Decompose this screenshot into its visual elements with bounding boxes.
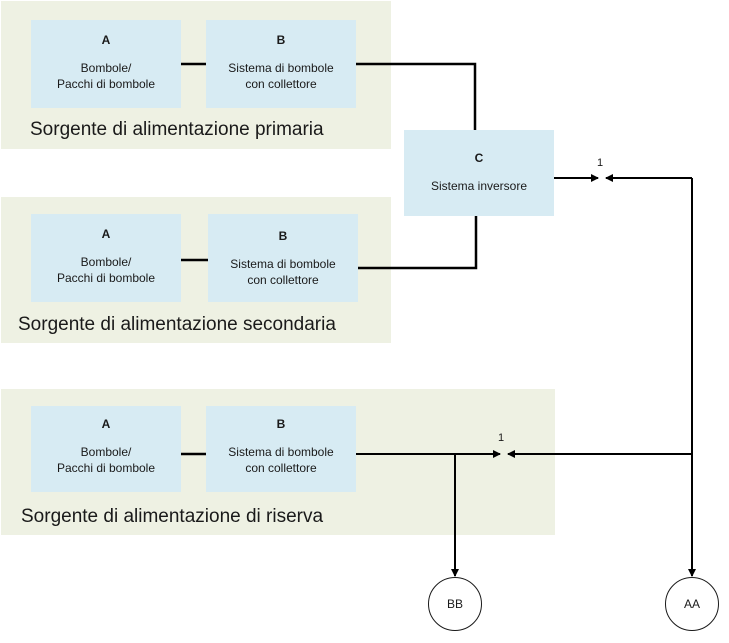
output-aa-circle: AA bbox=[665, 577, 719, 631]
primary-source-caption: Sorgente di alimentazione primaria bbox=[30, 119, 324, 140]
primary-box-b-line1: Sistema di bombole bbox=[228, 61, 334, 75]
output-bb-circle: BB bbox=[428, 577, 482, 631]
output-aa-label: AA bbox=[683, 597, 700, 611]
marker-bottom-number: 1 bbox=[498, 432, 505, 444]
marker-top-number: 1 bbox=[597, 157, 604, 169]
secondary-box-b-letter: B bbox=[278, 229, 288, 243]
primary-box-a-line1: Bombole/ bbox=[80, 61, 132, 75]
primary-box-a-line2: Pacchi di bombole bbox=[56, 77, 156, 91]
reserve-box-a-line1: Bombole/ bbox=[80, 445, 132, 459]
primary-box-b: B Sistema di bombole con collettore bbox=[206, 20, 356, 108]
secondary-box-b-line1: Sistema di bombole bbox=[230, 257, 336, 271]
output-bb-label: BB bbox=[446, 597, 463, 611]
reserve-box-a-line2: Pacchi di bombole bbox=[56, 461, 156, 475]
reserve-source-caption: Sorgente di alimentazione di riserva bbox=[21, 506, 324, 527]
secondary-box-b-line2: con collettore bbox=[247, 273, 319, 287]
secondary-box-a-line2: Pacchi di bombole bbox=[56, 271, 156, 285]
reserve-box-a: A Bombole/ Pacchi di bombole bbox=[31, 406, 181, 492]
inverter-box-c: C Sistema inversore bbox=[404, 130, 554, 216]
inverter-box-c-letter: C bbox=[474, 151, 484, 165]
primary-box-b-line2: con collettore bbox=[245, 77, 317, 91]
secondary-source-caption: Sorgente di alimentazione secondaria bbox=[18, 314, 336, 335]
primary-box-b-letter: B bbox=[276, 33, 286, 47]
secondary-box-a: A Bombole/ Pacchi di bombole bbox=[31, 214, 181, 302]
secondary-box-b: B Sistema di bombole con collettore bbox=[208, 214, 358, 302]
reserve-box-a-letter: A bbox=[101, 417, 111, 431]
secondary-box-a-line1: Bombole/ bbox=[80, 255, 132, 269]
primary-box-a: A Bombole/ Pacchi di bombole bbox=[31, 20, 181, 108]
reserve-box-b: B Sistema di bombole con collettore bbox=[206, 406, 356, 492]
reserve-box-b-letter: B bbox=[276, 417, 286, 431]
reserve-box-b-line1: Sistema di bombole bbox=[228, 445, 334, 459]
reserve-box-b-line2: con collettore bbox=[245, 461, 317, 475]
primary-box-a-letter: A bbox=[101, 33, 111, 47]
secondary-box-a-letter: A bbox=[101, 227, 111, 241]
inverter-box-c-label: Sistema inversore bbox=[430, 179, 528, 193]
